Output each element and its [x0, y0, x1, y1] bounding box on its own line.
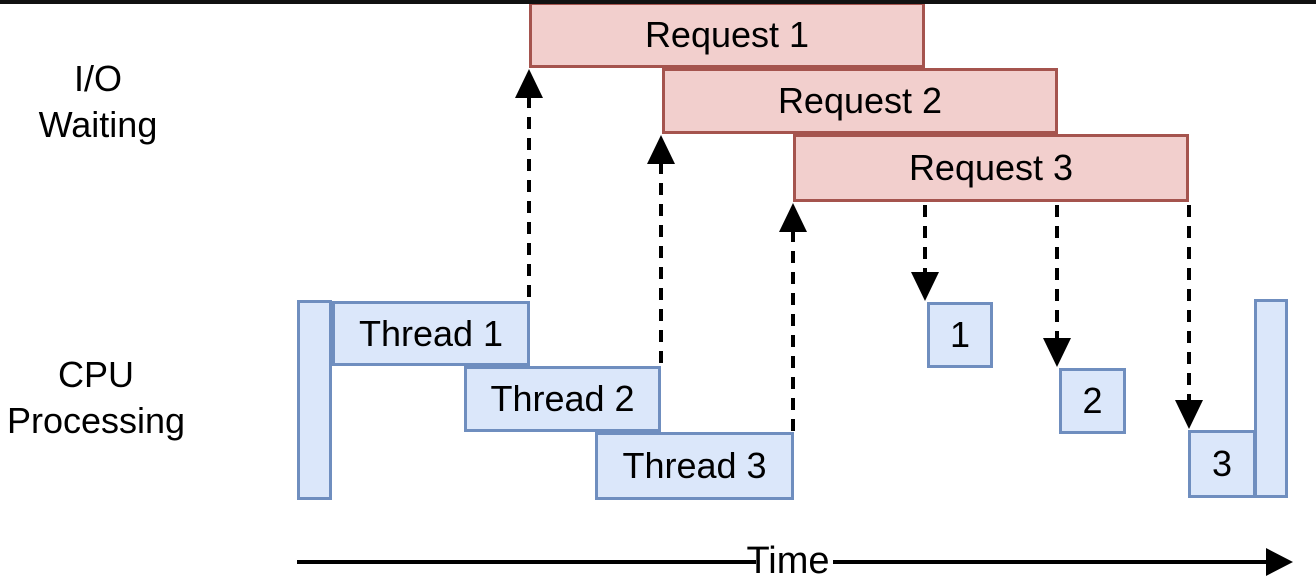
top-edge-bar [0, 0, 1316, 4]
arrow-up-2-line [659, 162, 663, 367]
io-waiting-label: I/O Waiting [0, 56, 196, 148]
completion-3-box: 3 [1188, 430, 1256, 498]
arrow-down-3-head-icon [1175, 400, 1203, 429]
request-1-label: Request 1 [644, 14, 810, 55]
arrow-up-3-line [791, 230, 795, 432]
cpu-processing-label-line1: CPU [57, 354, 134, 395]
arrow-up-1-line [527, 96, 531, 301]
thread-1-label: Thread 1 [358, 312, 504, 354]
cpu-processing-label: CPU Processing [0, 352, 192, 444]
completion-1-label: 1 [949, 314, 971, 355]
request-3-box: Request 3 [793, 134, 1189, 202]
completion-2-label: 2 [1082, 380, 1103, 421]
completion-2-box: 2 [1059, 368, 1126, 434]
completion-1-box: 1 [927, 302, 993, 368]
thread-3-label: Thread 3 [622, 445, 767, 486]
io-waiting-label-line1: I/O [73, 58, 122, 99]
request-2-box: Request 2 [662, 68, 1058, 134]
completion-3-label: 3 [1211, 443, 1233, 484]
thread-1-box: Thread 1 [332, 301, 530, 366]
arrow-down-2-line [1055, 205, 1059, 339]
thread-2-box: Thread 2 [464, 366, 661, 432]
time-axis-label: Time [746, 540, 830, 582]
arrow-down-2-head-icon [1043, 338, 1071, 367]
arrow-down-1-head-icon [911, 272, 939, 301]
arrow-down-1-line [923, 205, 927, 273]
time-axis-right-segment [833, 560, 1270, 564]
arrow-down-3-line [1187, 205, 1191, 403]
thread-2-label: Thread 2 [490, 378, 635, 419]
io-waiting-label-line2: Waiting [38, 104, 158, 145]
request-1-box: Request 1 [529, 2, 925, 68]
request-2-label: Request 2 [777, 80, 943, 121]
arrow-up-2-head-icon [647, 135, 675, 164]
arrow-up-1-head-icon [515, 69, 543, 98]
time-axis-left-segment [297, 560, 756, 564]
time-axis-arrowhead-icon [1266, 548, 1293, 576]
main-bar-right [1254, 299, 1288, 498]
cpu-processing-label-line2: Processing [6, 400, 186, 441]
main-bar-left [297, 300, 332, 500]
arrow-up-3-head-icon [779, 203, 807, 232]
request-3-label: Request 3 [908, 147, 1074, 188]
thread-3-box: Thread 3 [595, 432, 794, 500]
